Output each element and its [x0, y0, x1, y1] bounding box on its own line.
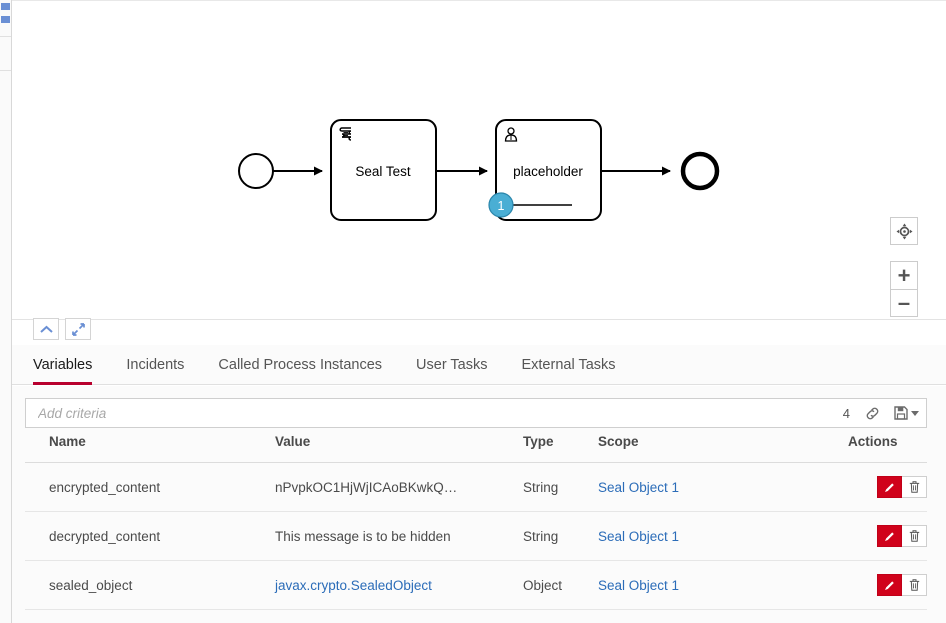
cell-variable-type: String — [523, 609, 598, 623]
nav-divider-2 — [0, 70, 11, 71]
nav-divider-1 — [0, 36, 11, 37]
zoom-in-button[interactable]: + — [890, 261, 918, 289]
cell-variable-value-link[interactable]: javax.crypto.SealedObject — [275, 577, 432, 593]
edit-variable-button[interactable] — [877, 574, 902, 596]
tab-user-tasks[interactable]: User Tasks — [416, 357, 488, 373]
table-row: sealed_object javax.crypto.SealedObject … — [25, 560, 927, 610]
bpmn-diagram: Seal Test placeholder 1 — [238, 119, 720, 221]
search-input[interactable] — [26, 405, 835, 421]
cell-variable-scope-link[interactable]: Seal Object 1 — [598, 479, 680, 495]
user-task-icon — [504, 127, 518, 142]
chevron-down-icon — [911, 410, 919, 416]
cell-variable-type: String — [523, 462, 598, 512]
tab-called-process-instances[interactable]: Called Process Instances — [218, 357, 383, 373]
table-header-row: Name Value Type Scope Actions — [25, 434, 927, 463]
row-actions — [877, 476, 927, 498]
app-nav-sliver — [0, 0, 12, 623]
collapse-panel-button[interactable] — [33, 318, 59, 340]
bpmn-canvas[interactable]: Seal Test placeholder 1 — [12, 0, 946, 320]
edit-variable-button[interactable] — [877, 525, 902, 547]
nav-icon-second[interactable] — [1, 16, 10, 23]
plus-icon: + — [897, 262, 911, 288]
table-row: decrypted_content This message is to be … — [25, 511, 927, 561]
cell-variable-type: String — [523, 511, 598, 561]
pencil-icon — [885, 482, 894, 492]
expand-arrows-icon — [71, 322, 85, 336]
trash-icon — [909, 530, 919, 542]
save-icon[interactable] — [887, 406, 926, 420]
cell-variable-value: nPvpkOC1HjWjICAoBKwkQ… — [275, 462, 523, 512]
panel-toggle-group — [33, 318, 91, 340]
tab-external-tasks[interactable]: External Tasks — [521, 357, 616, 373]
end-event[interactable] — [680, 151, 720, 191]
table-row: encrypted_content nPvpkOC1HjWjICAoBKwkQ…… — [25, 462, 927, 512]
variables-table-container: Name Value Type Scope Actions encrypted_… — [12, 434, 946, 623]
link-glyph — [866, 407, 879, 419]
task-placeholder-label: placeholder — [513, 164, 583, 179]
cell-variable-type: Object — [523, 560, 598, 610]
tab-incidents[interactable]: Incidents — [126, 357, 185, 373]
delete-variable-button[interactable] — [902, 476, 927, 498]
nav-icon-top[interactable] — [1, 3, 10, 10]
instance-count-badge-label: 1 — [498, 199, 505, 213]
link-icon[interactable] — [858, 406, 887, 421]
floppy-disk-glyph — [894, 406, 908, 420]
cell-variable-value: This message is to be hidden — [275, 609, 523, 623]
chevron-up-icon — [39, 325, 53, 333]
search-area: 4 — [12, 386, 946, 434]
task-seal-test-label: Seal Test — [355, 164, 411, 179]
cell-variable-name: unsealed_object — [25, 609, 275, 623]
column-header-value[interactable]: Value — [275, 434, 523, 463]
cell-variable-scope-link[interactable]: Seal Object 1 — [598, 577, 680, 593]
trash-icon — [909, 579, 919, 591]
search-bar[interactable]: 4 — [25, 398, 927, 428]
row-actions — [877, 525, 927, 547]
pencil-icon — [885, 531, 894, 541]
diagram-zoom-controls: + – — [890, 217, 918, 317]
minus-icon: – — [897, 290, 911, 315]
script-task-icon — [339, 127, 352, 141]
delete-variable-button[interactable] — [902, 574, 927, 596]
reset-zoom-button[interactable] — [890, 217, 918, 245]
row-actions — [877, 574, 927, 596]
criteria-count: 4 — [842, 405, 850, 421]
trash-icon — [909, 481, 919, 493]
cell-variable-value: This message is to be hidden — [275, 511, 523, 561]
cell-variable-name: encrypted_content — [25, 462, 275, 512]
column-header-type[interactable]: Type — [523, 434, 598, 463]
cell-variable-name: decrypted_content — [25, 511, 275, 561]
edit-variable-button[interactable] — [877, 476, 902, 498]
cell-variable-scope-link[interactable]: Seal Object 1 — [598, 528, 680, 544]
column-header-scope[interactable]: Scope — [598, 434, 848, 463]
detail-tabs: Variables Incidents Called Process Insta… — [12, 345, 946, 385]
zoom-out-button[interactable]: – — [890, 289, 918, 317]
cell-variable-name: sealed_object — [25, 560, 275, 610]
table-row: unsealed_object This message is to be hi… — [25, 609, 927, 623]
column-header-name[interactable]: Name — [25, 434, 275, 463]
delete-variable-button[interactable] — [902, 525, 927, 547]
pencil-icon — [885, 580, 894, 590]
instance-count-badge[interactable] — [488, 192, 514, 218]
column-header-actions: Actions — [848, 434, 927, 463]
tab-variables[interactable]: Variables — [33, 357, 93, 385]
start-event[interactable] — [238, 153, 274, 189]
variables-table: Name Value Type Scope Actions encrypted_… — [25, 434, 927, 623]
expand-panel-button[interactable] — [65, 318, 91, 340]
crosshair-icon — [896, 223, 912, 239]
